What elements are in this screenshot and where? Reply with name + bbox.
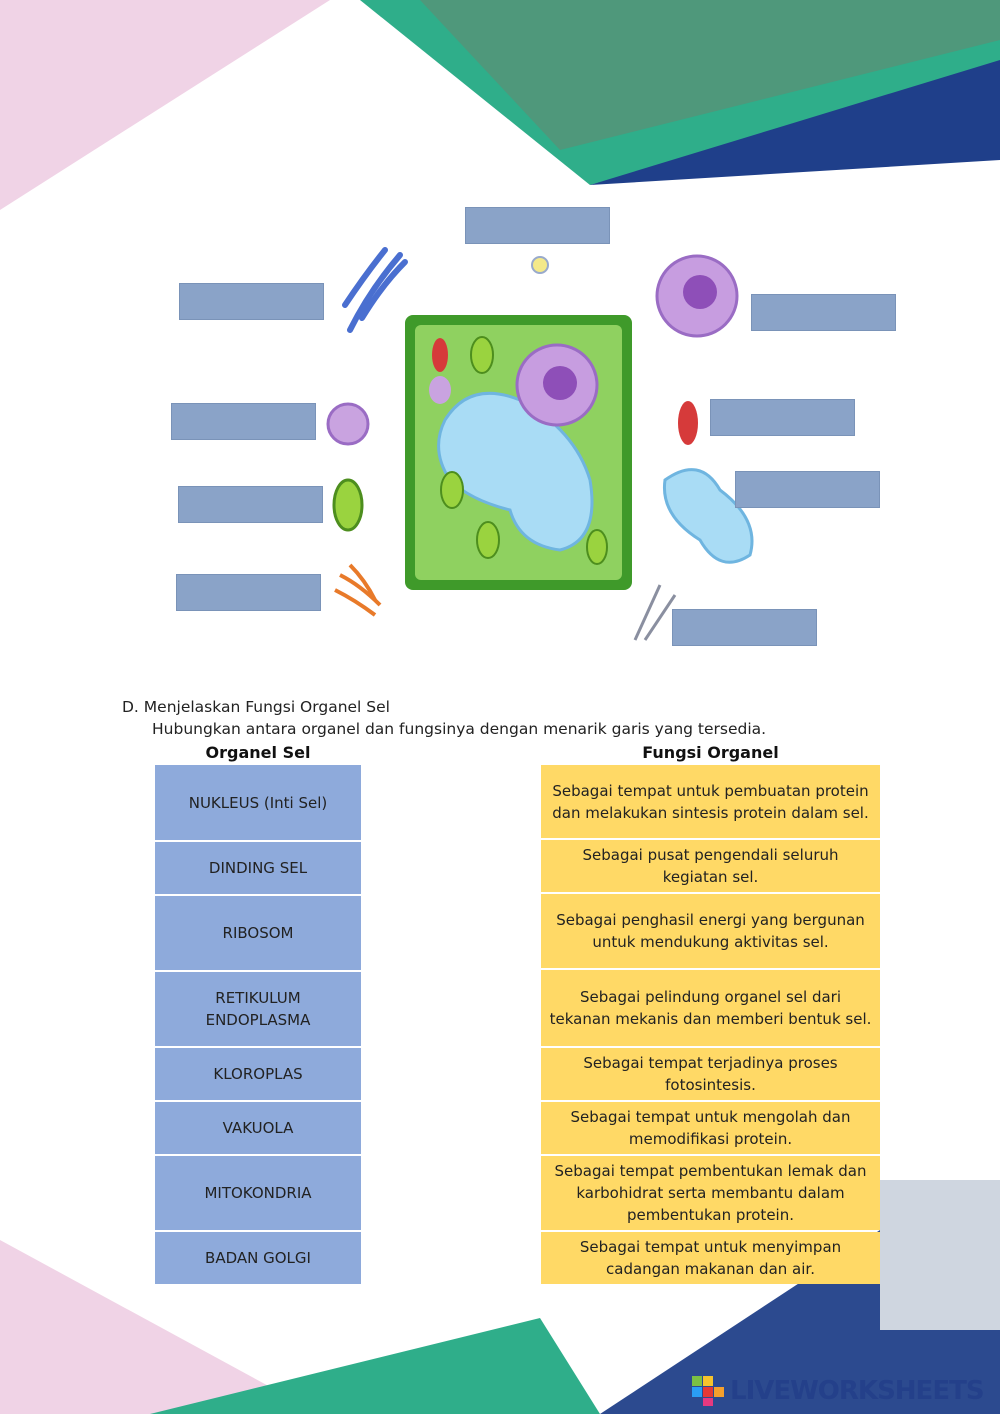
label-input-vacuole[interactable] (735, 471, 880, 508)
organelle-item[interactable]: BADAN GOLGI (155, 1232, 361, 1284)
function-item[interactable]: Sebagai tempat untuk mengolah dan memodi… (541, 1102, 880, 1154)
liveworksheets-logo: LIVEWORKSHEETS (692, 1376, 985, 1406)
function-item[interactable]: Sebagai tempat pembentukan lemak dan kar… (541, 1156, 880, 1230)
label-input-nucleus[interactable] (751, 294, 896, 331)
label-input-er[interactable] (176, 574, 321, 611)
organelle-item[interactable]: KLOROPLAS (155, 1048, 361, 1100)
function-column-header: Fungsi Organel (642, 743, 779, 762)
logo-blocks-icon (692, 1376, 724, 1406)
organelle-column-header: Organel Sel (205, 743, 311, 762)
ribosome-icon (531, 256, 549, 274)
function-item[interactable]: Sebagai pusat pengendali seluruh kegiata… (541, 840, 880, 892)
plant-cell-diagram (326, 247, 754, 641)
section-title: D. Menjelaskan Fungsi Organel Sel (122, 698, 390, 716)
plant-cell-icon (405, 315, 632, 590)
label-input-chloroplast[interactable] (178, 486, 323, 523)
logo-text: LIVEWORKSHEETS (730, 1376, 985, 1406)
label-input-vesicle[interactable] (171, 403, 316, 440)
chloroplast-icon (332, 478, 364, 532)
section-instruction: Hubungkan antara organel dan fungsinya d… (152, 720, 767, 738)
organelle-item[interactable]: MITOKONDRIA (155, 1156, 361, 1230)
organelle-item[interactable]: VAKUOLA (155, 1102, 361, 1154)
label-input-ribosome[interactable] (465, 207, 610, 244)
vacuole-icon (662, 468, 754, 564)
function-item[interactable]: Sebagai tempat untuk pembuatan protein d… (541, 765, 880, 838)
function-item[interactable]: Sebagai penghasil energi yang bergunan u… (541, 894, 880, 968)
cytoskeleton-icon (633, 584, 677, 641)
organelle-item[interactable]: NUKLEUS (Inti Sel) (155, 765, 361, 840)
label-input-golgi[interactable] (179, 283, 324, 320)
function-item[interactable]: Sebagai tempat untuk menyimpan cadangan … (541, 1232, 880, 1284)
function-item[interactable]: Sebagai pelindung organel sel dari tekan… (541, 970, 880, 1046)
golgi-body-icon (342, 247, 408, 333)
vacuole-small-icon (326, 402, 370, 446)
organelle-item[interactable]: DINDING SEL (155, 842, 361, 894)
nucleus-icon (655, 254, 739, 338)
mitochondria-icon (678, 401, 698, 445)
label-input-mitochondria[interactable] (710, 399, 855, 436)
organelle-item[interactable]: RIBOSOM (155, 896, 361, 970)
smooth-er-icon (334, 563, 382, 617)
function-item[interactable]: Sebagai tempat terjadinya proses fotosin… (541, 1048, 880, 1100)
label-input-cytoskeleton[interactable] (672, 609, 817, 646)
organelle-item[interactable]: RETIKULUM ENDOPLASMA (155, 972, 361, 1046)
